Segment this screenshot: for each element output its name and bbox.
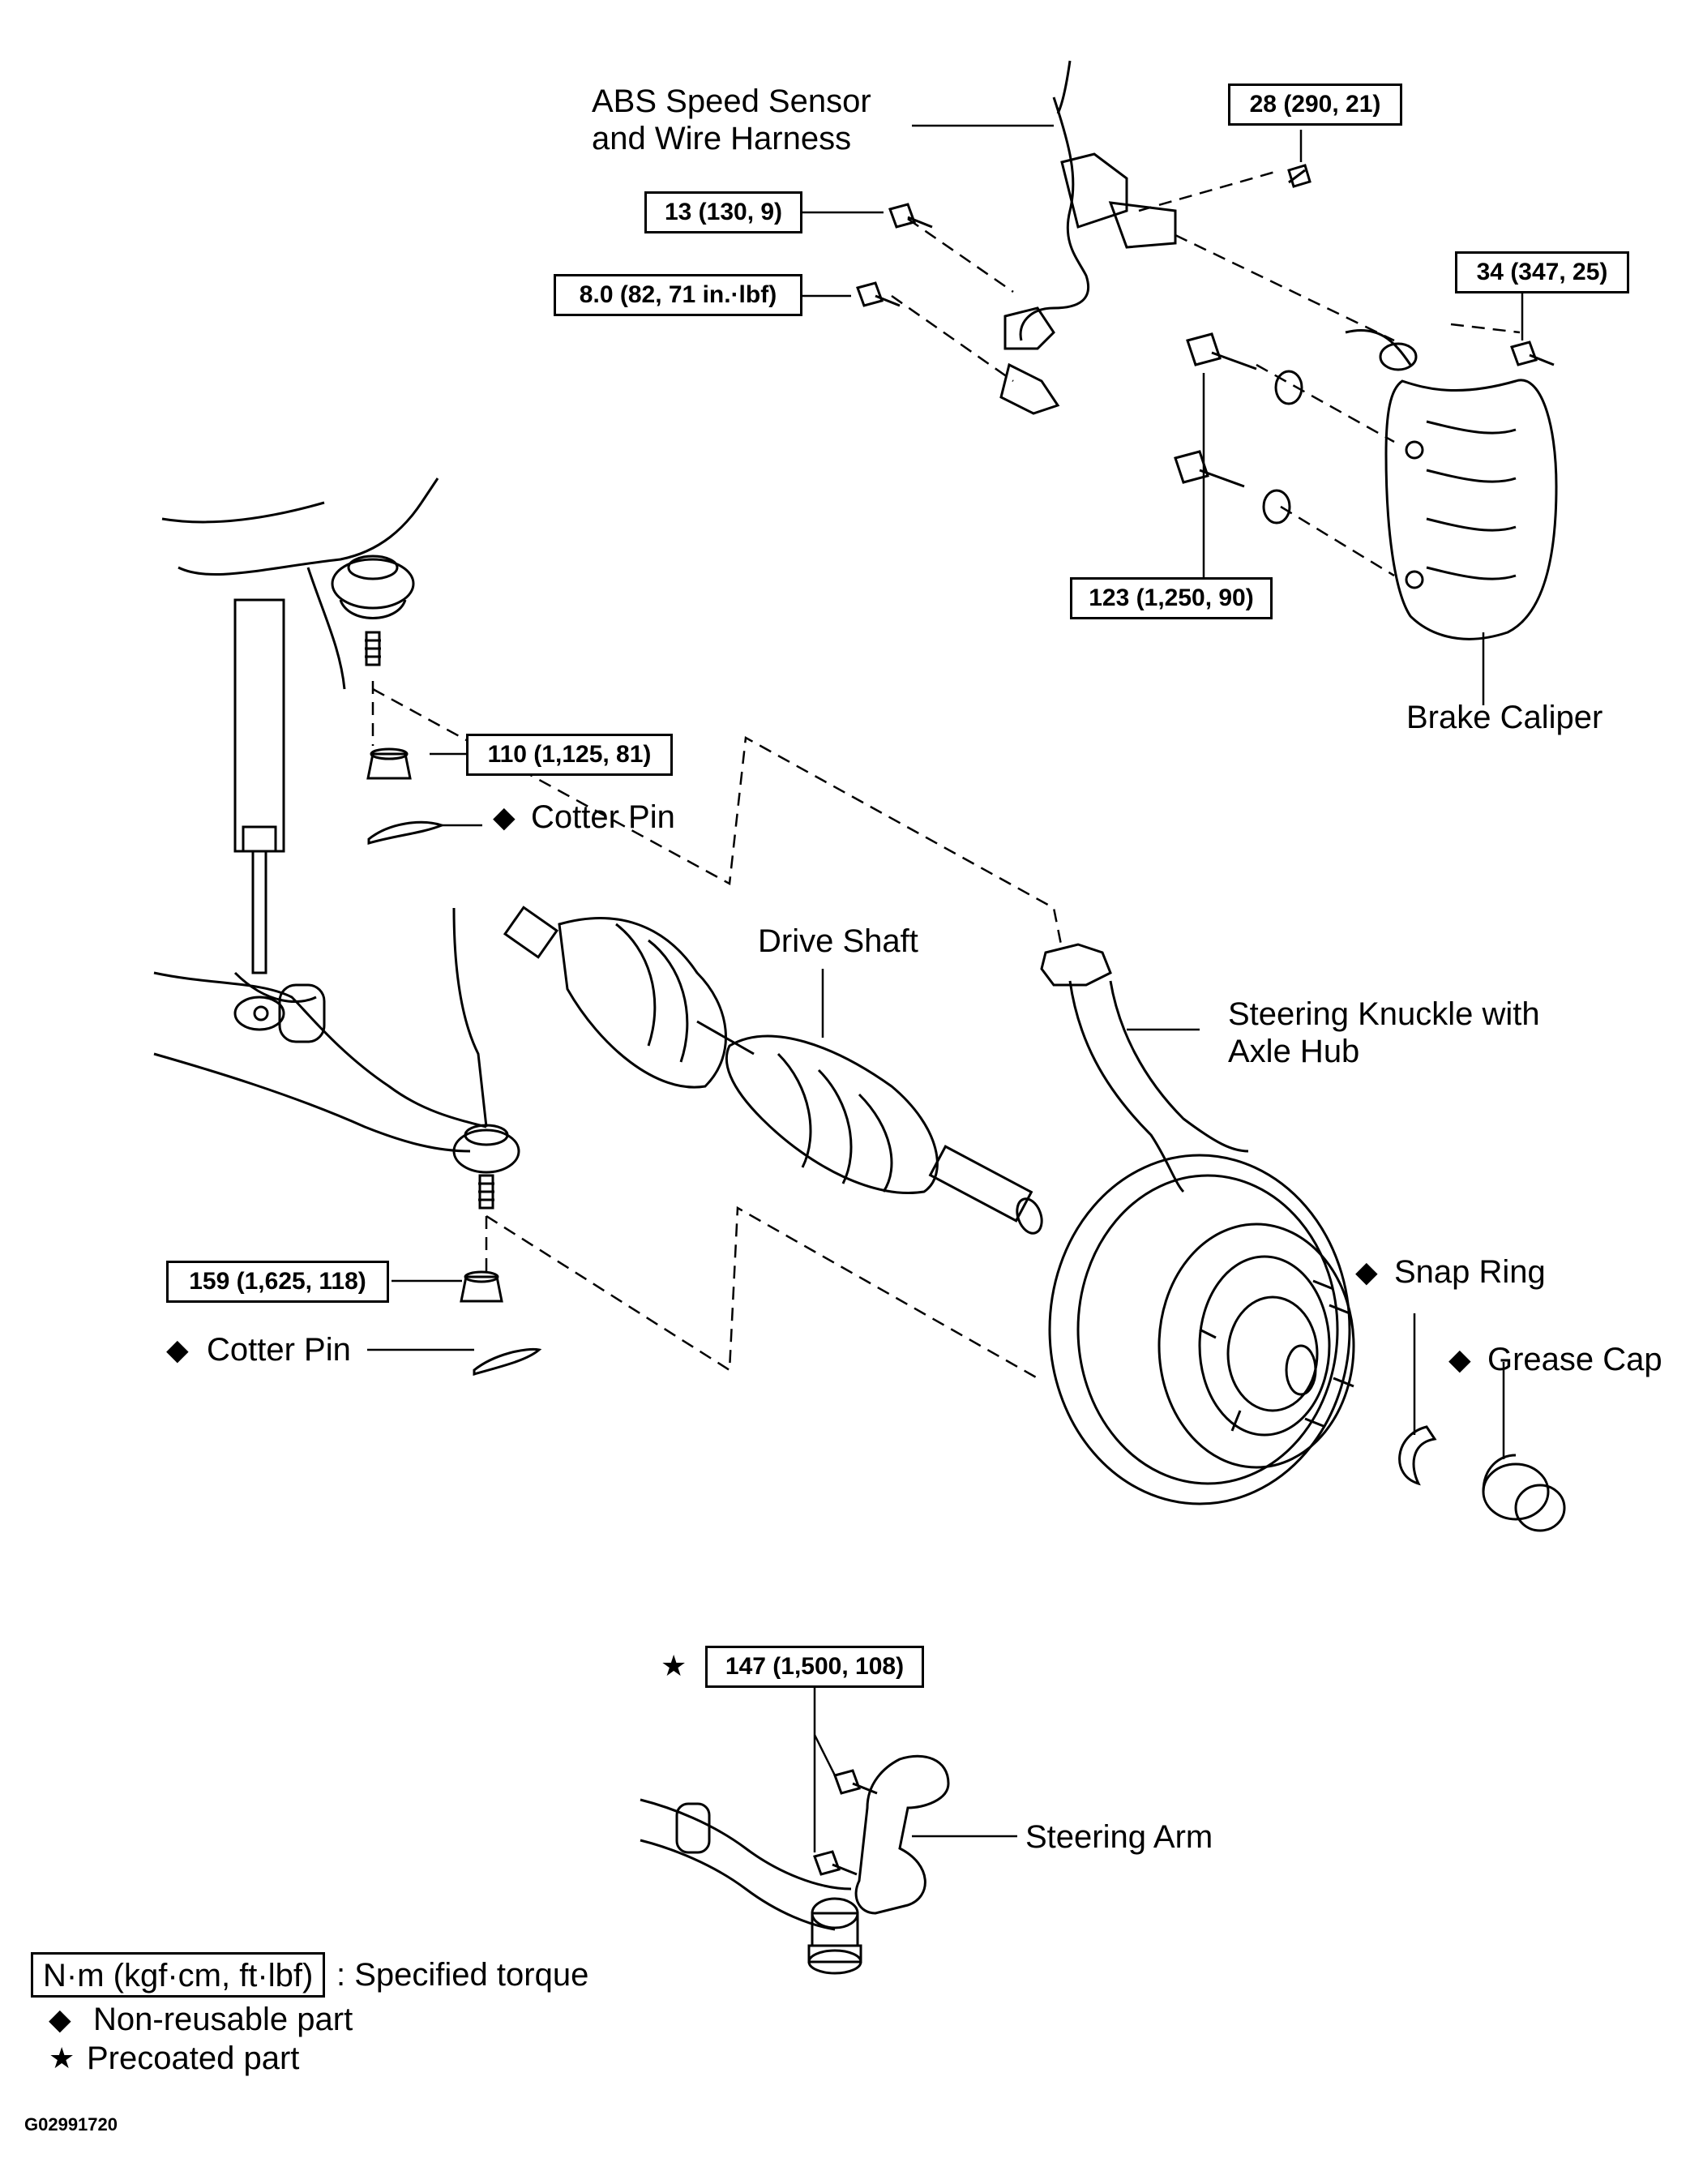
legend-non-reusable: Non-reusable part xyxy=(93,2002,353,2037)
label-snap-ring: Snap Ring xyxy=(1394,1254,1546,1290)
legend-precoated-symbol: ★ xyxy=(49,2041,75,2075)
drive-shaft-drawing xyxy=(503,906,1043,1235)
strut-shock-absorber xyxy=(233,598,285,974)
lower-castle-nut xyxy=(460,1270,503,1303)
torque-spec-box: 110 (1,125, 81) xyxy=(466,734,673,776)
label-grease-cap: Grease Cap xyxy=(1487,1342,1662,1377)
leader-lines xyxy=(367,124,1524,1852)
non-reusable-symbol: ◆ xyxy=(1355,1255,1378,1288)
label-steering-arm: Steering Arm xyxy=(1025,1819,1213,1855)
grease-cap-drawing xyxy=(1482,1454,1566,1532)
torque-spec-box: 34 (347, 25) xyxy=(1455,251,1629,293)
legend-precoated: Precoated part xyxy=(87,2041,300,2076)
lower-suspension-arm xyxy=(153,907,488,1153)
precoated-symbol: ★ xyxy=(661,1649,687,1682)
label-brake-caliper: Brake Caliper xyxy=(1406,700,1603,735)
brake-rotor-hub xyxy=(1048,1154,1355,1505)
legend-non-reusable-symbol: ◆ xyxy=(49,2002,71,2036)
upper-ball-joint xyxy=(331,555,415,666)
non-reusable-symbol: ◆ xyxy=(1448,1343,1471,1376)
non-reusable-symbol: ◆ xyxy=(493,800,516,833)
bolt-drawings xyxy=(813,164,1555,1876)
legend-unit-description: : Specified torque xyxy=(336,1957,589,1993)
legend-unit-box: N·m (kgf·cm, ft·lbf) xyxy=(31,1952,326,1998)
torque-spec-box: 159 (1,625, 118) xyxy=(166,1261,389,1303)
label-knuckle-line2: Axle Hub xyxy=(1228,1034,1360,1069)
label-abs-speed-sensor: ABS Speed Sensor xyxy=(592,84,871,119)
label-cotter-pin-lower: Cotter Pin xyxy=(207,1332,351,1368)
label-cotter-pin-upper: Cotter Pin xyxy=(531,799,675,835)
upper-castle-nut xyxy=(366,747,412,780)
figure-id: G02991720 xyxy=(24,2114,118,2135)
upper-body-outline xyxy=(161,477,439,690)
cotter-pin-upper-drawing xyxy=(367,820,446,845)
alignment-dashes xyxy=(371,169,1521,1380)
label-drive-shaft: Drive Shaft xyxy=(758,923,918,959)
torque-spec-box: 147 (1,500, 108) xyxy=(705,1646,924,1688)
torque-spec-box: 13 (130, 9) xyxy=(644,191,802,233)
lower-ball-joint xyxy=(452,1124,520,1210)
label-abs-wire-harness: and Wire Harness xyxy=(592,121,852,156)
torque-spec-box: 28 (290, 21) xyxy=(1228,84,1402,126)
non-reusable-symbol: ◆ xyxy=(166,1333,189,1366)
torque-spec-box: 123 (1,250, 90) xyxy=(1070,577,1273,619)
steering-arm-drawing xyxy=(640,1754,950,1975)
abs-sensor-drawing xyxy=(999,60,1177,415)
snap-ring-drawing xyxy=(1398,1425,1437,1486)
cotter-pin-lower-drawing xyxy=(473,1347,542,1376)
brake-caliper-drawing xyxy=(1345,328,1558,640)
torque-spec-box: 8.0 (82, 71 in.·lbf) xyxy=(554,274,802,316)
steering-knuckle-drawing xyxy=(1040,943,1249,1193)
label-knuckle-line1: Steering Knuckle with xyxy=(1228,996,1540,1032)
